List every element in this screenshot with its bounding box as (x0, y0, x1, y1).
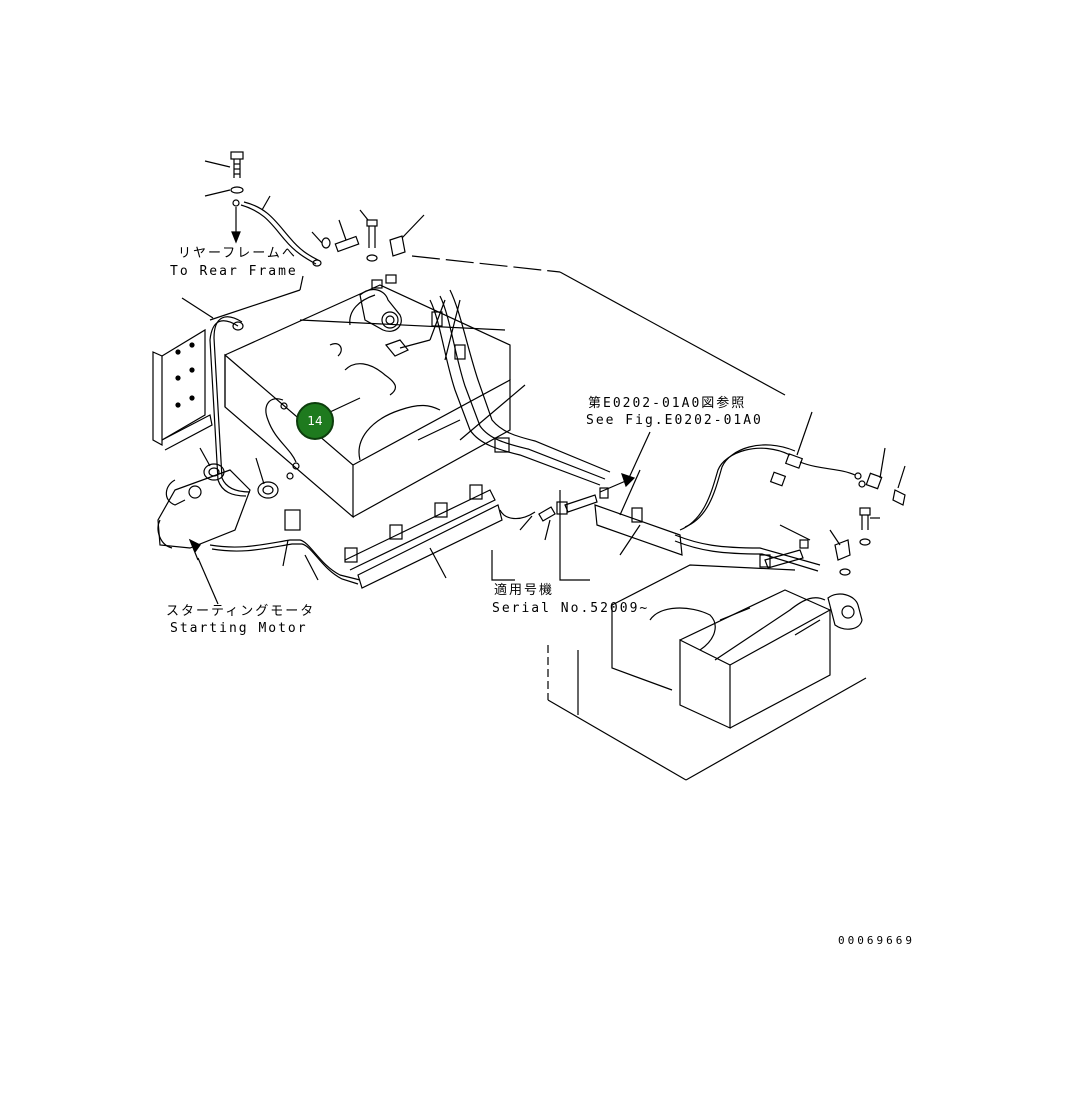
harness-middle (429, 289, 611, 486)
serial-label-en: Serial No.52009~ (492, 601, 650, 616)
cable-left-long (209, 316, 251, 497)
short-cable (265, 398, 300, 480)
callout-14-marker[interactable]: 14 (296, 402, 334, 440)
see-fig-label-en: See Fig.E0202-01A0 (586, 413, 763, 428)
small-bolts (311, 209, 786, 396)
top-bolt (204, 151, 244, 197)
starting-motor-label-en: Starting Motor (170, 621, 308, 636)
see-fig-arrow (599, 431, 651, 493)
serial-label-jp: 適用号機 (494, 583, 555, 598)
battery-relay (349, 274, 431, 357)
clip-bar (344, 484, 503, 589)
battery-right (611, 564, 831, 729)
callout-leader (329, 397, 361, 413)
starting-motor (157, 469, 251, 605)
serial-bracket (491, 490, 590, 581)
connectors-right (769, 411, 906, 546)
see-fig-label-jp: 第E0202-01A0図参照 (588, 396, 747, 411)
center-bolt (556, 487, 609, 515)
harness-right (594, 444, 821, 572)
bottom-cable (209, 509, 361, 585)
document-number: 00069669 (838, 934, 915, 947)
starting-motor-label-jp: スターティングモータ (166, 604, 316, 619)
ground-cable (231, 195, 322, 267)
rear-frame-label-en: To Rear Frame (170, 264, 298, 279)
rear-frame-label-jp: リヤーフレームへ (178, 246, 297, 261)
relay-right (759, 524, 863, 630)
battery-frame-left (152, 275, 304, 451)
battery-left (224, 284, 511, 519)
bottom-bracket (547, 645, 867, 781)
